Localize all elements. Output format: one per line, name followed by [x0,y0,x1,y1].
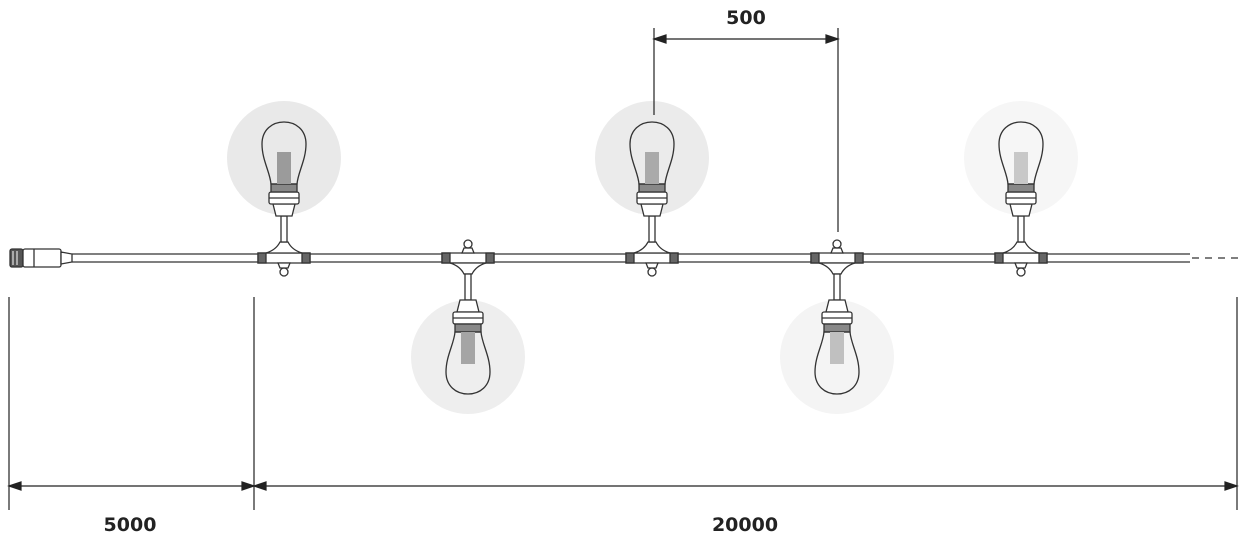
filament [830,332,844,364]
total-length-label: 20000 [712,514,778,536]
filament [277,152,291,184]
bulb-up [257,121,311,277]
bulb-up [625,121,679,277]
length-dimensions [7,297,1239,510]
bulb-up [994,121,1048,277]
spacing-dimension [652,28,840,232]
filament [645,152,659,184]
bulb-down [810,239,864,395]
sockets [257,121,1048,395]
spacing-label: 500 [726,7,766,29]
power-connector [9,248,73,268]
filament [461,332,475,364]
lead-length-label: 5000 [104,514,157,536]
filament [1014,152,1028,184]
bulb-down [441,239,495,395]
